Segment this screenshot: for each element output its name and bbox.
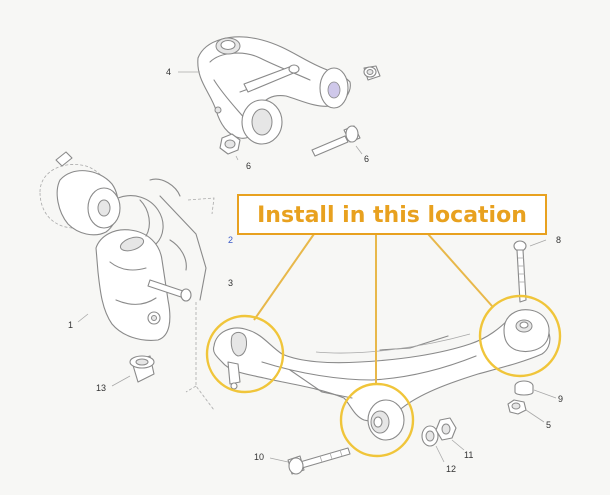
callout-leader-left: [253, 233, 315, 321]
bushing-13: [129, 355, 155, 383]
bolt-10: [287, 447, 351, 475]
part-label-3: 3: [228, 278, 233, 288]
upper-control-arm: [197, 36, 351, 145]
part-label-6a: 6: [246, 161, 251, 171]
nut-11: [435, 417, 457, 441]
upper-bushing-small: [363, 65, 381, 81]
part-label-2: 2: [228, 235, 233, 245]
lower-arm-bushing: [367, 399, 405, 441]
callout-group: Install in this location: [205, 194, 562, 458]
part-label-5: 5: [546, 420, 551, 430]
part-label-12: 12: [446, 464, 456, 474]
part-labels: 4 6 6 1 3 2 13 10 12 11 5 9 8: [68, 67, 563, 474]
nut-5: [507, 399, 527, 415]
part-label-13: 13: [96, 383, 106, 393]
part-label-11: 11: [464, 450, 473, 460]
part-label-9: 9: [558, 394, 563, 404]
ball-joint-mount: [503, 309, 550, 353]
callout-leader-right: [427, 233, 493, 307]
part-label-1: 1: [68, 320, 73, 330]
subframe-outline: [185, 302, 215, 411]
callout-label: Install in this location: [257, 203, 527, 228]
nut-6a: [219, 133, 241, 161]
washer-9: [514, 380, 534, 396]
highlight-circle-right: [478, 294, 562, 378]
washer-12: [421, 425, 439, 447]
lower-control-arm: [212, 317, 551, 422]
bolt-8: [513, 240, 527, 303]
highlight-circle-left: [205, 314, 285, 394]
bolt-6b: [311, 125, 363, 157]
highlight-circle-middle: [339, 382, 415, 458]
part-label-6b: 6: [364, 154, 369, 164]
leader-lines: [77, 71, 557, 463]
part-label-10: 10: [254, 452, 264, 462]
callout-box: [237, 194, 547, 235]
steering-knuckle: [39, 151, 215, 341]
part-label-4: 4: [166, 67, 171, 77]
part-label-8: 8: [556, 235, 561, 245]
